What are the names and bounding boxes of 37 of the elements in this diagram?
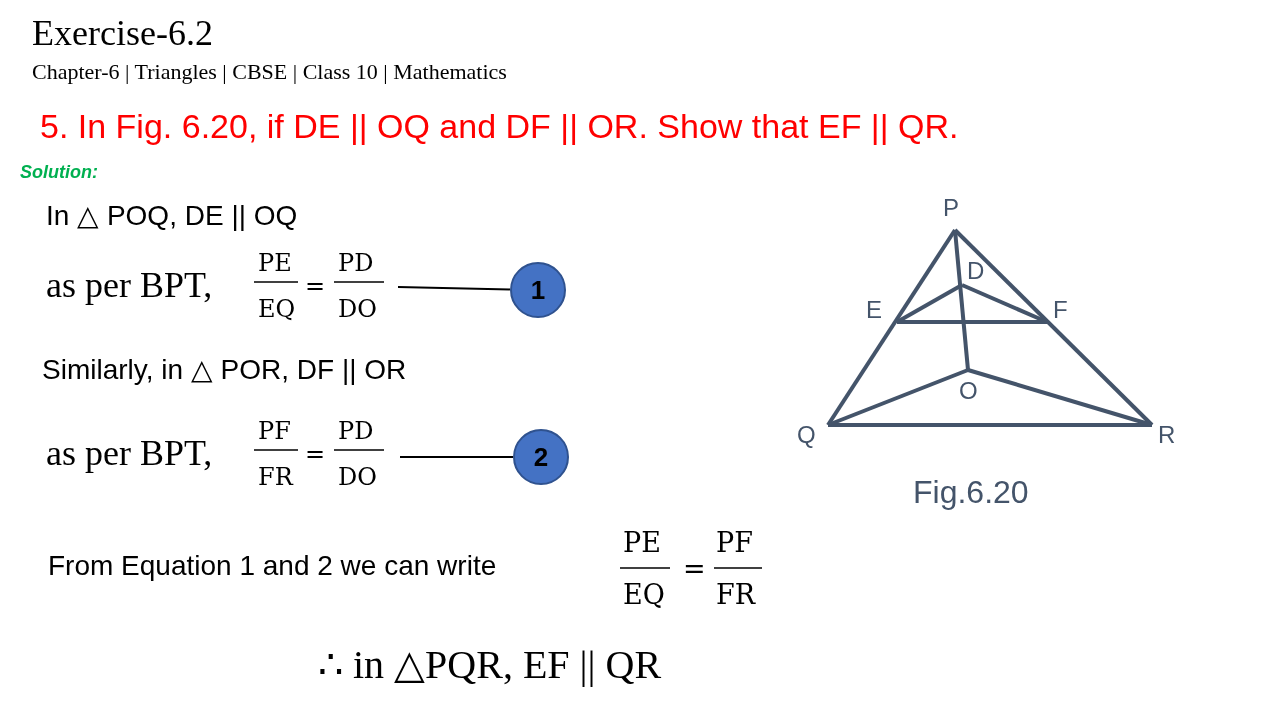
point-label: E [866, 297, 882, 324]
equation-text: as per BPT, [46, 266, 213, 306]
fraction-denominator: DO [338, 464, 377, 491]
number-circle: 2 [513, 429, 569, 485]
point-label: R [1158, 422, 1176, 449]
fraction-numerator: PF [716, 528, 753, 558]
equals-sign: = [683, 554, 706, 584]
equals-sign: = [305, 441, 326, 468]
fraction-numerator: PF [258, 418, 291, 445]
question-text: 5. In Fig. 6.20, if DE || OQ and DF || OR. Show that EF || QR. [40, 108, 959, 146]
slide-title: Exercise-6.2 [32, 14, 213, 54]
fraction-numerator: PE [258, 250, 292, 277]
fraction-denominator: FR [258, 464, 293, 491]
fraction-denominator: FR [716, 580, 756, 610]
fraction-numerator: PD [338, 250, 374, 277]
connector-line [397, 286, 511, 291]
connector-line [399, 456, 514, 458]
fraction-denominator: DO [338, 296, 377, 323]
equation-text: as per BPT, [46, 434, 213, 474]
point-label: P [943, 195, 959, 222]
equals-sign: = [305, 273, 326, 300]
statement-text: From Equation 1 and 2 we can write [48, 551, 497, 582]
statement-text: Similarly, in △ POR, DF || OR [42, 355, 407, 386]
fraction-denominator: EQ [258, 296, 296, 323]
point-label: Q [797, 422, 816, 449]
statement-text: In △ POQ, DE || OQ [46, 201, 298, 232]
conclusion-text: ∴ in △PQR, EF || QR [318, 643, 662, 687]
number-circle: 1 [510, 262, 566, 318]
figure-caption: Fig.6.20 [913, 475, 1029, 511]
solution-heading: Solution: [20, 163, 98, 183]
point-label: O [959, 378, 978, 405]
point-label: F [1053, 297, 1068, 324]
fraction-numerator: PE [623, 528, 661, 558]
fraction-numerator: PD [338, 418, 374, 445]
point-label: D [967, 258, 985, 285]
subtitle: Chapter-6 | Triangles | CBSE | Class 10 | Mathematics [32, 60, 507, 85]
fraction-denominator: EQ [623, 580, 665, 610]
